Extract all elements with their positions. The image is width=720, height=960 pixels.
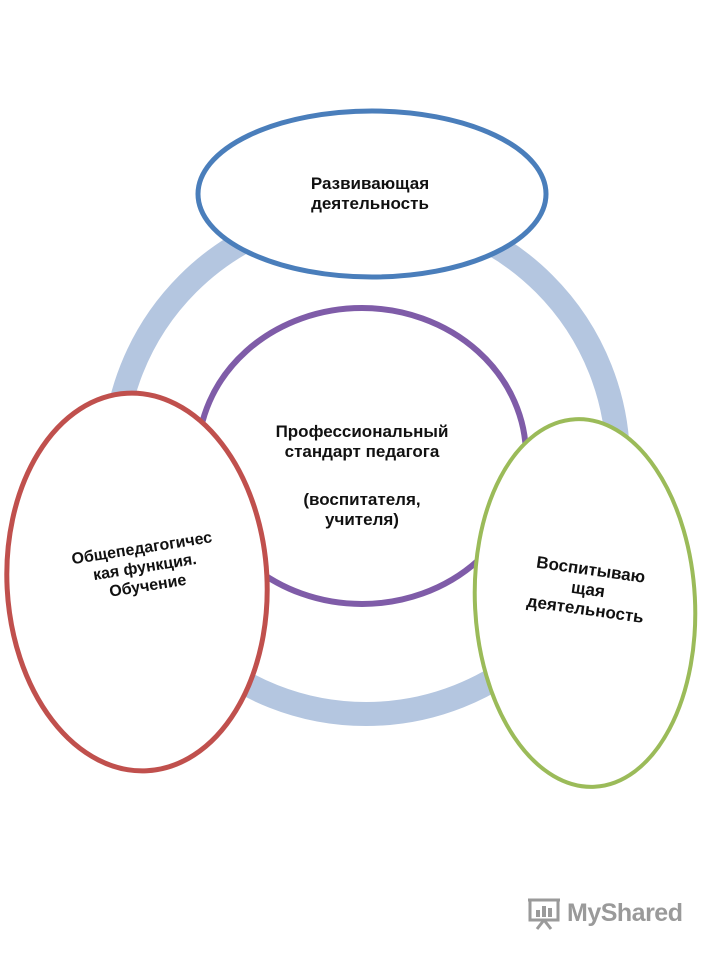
left-node-ellipse [4, 390, 270, 774]
center-node-label: Профессиональный стандарт педагога (восп… [232, 402, 492, 550]
top-node-label: Развивающая деятельность [310, 174, 430, 214]
center-node-subtitle: (воспитателя, учителя) [303, 490, 421, 530]
center-node-title: Профессиональный стандарт педагога [275, 422, 449, 462]
presentation-board-icon [528, 898, 560, 930]
watermark: MyShared [527, 895, 683, 931]
watermark-text: MyShared [567, 898, 683, 927]
top-node-ellipse [195, 108, 549, 280]
right-node-ellipse [472, 417, 698, 789]
